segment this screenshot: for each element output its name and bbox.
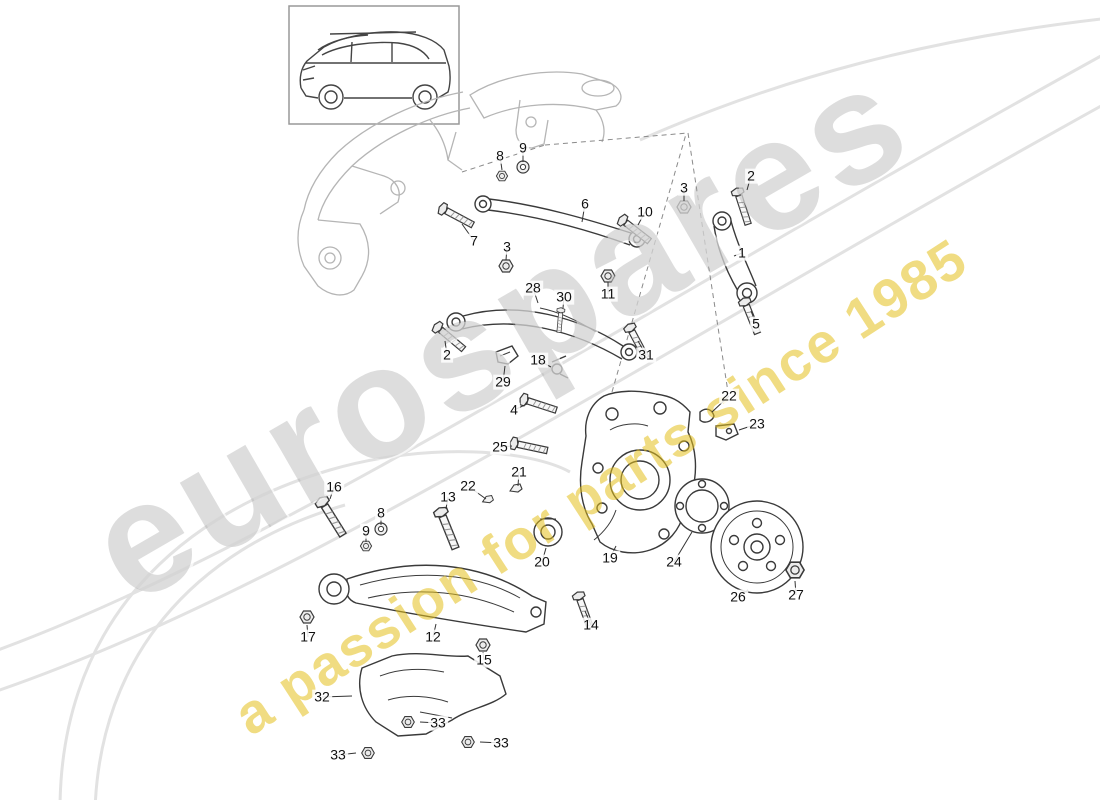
lower-control-arm [318, 564, 547, 633]
wheel-carrier [579, 390, 697, 554]
wheel-bearing [674, 478, 730, 534]
bushing [533, 517, 563, 547]
bracket-29 [495, 345, 519, 365]
subframe-background [297, 71, 622, 296]
clamp-22-upper [699, 408, 715, 423]
wheel-hub [710, 500, 804, 594]
upper-link-rear [446, 307, 638, 361]
construction-lines [461, 132, 729, 393]
toe-link [712, 211, 758, 304]
vehicle-thumbnail [288, 5, 460, 125]
bracket-18 [551, 355, 569, 379]
protective-plate [358, 653, 507, 737]
sensor-bracket-23 [715, 423, 739, 441]
